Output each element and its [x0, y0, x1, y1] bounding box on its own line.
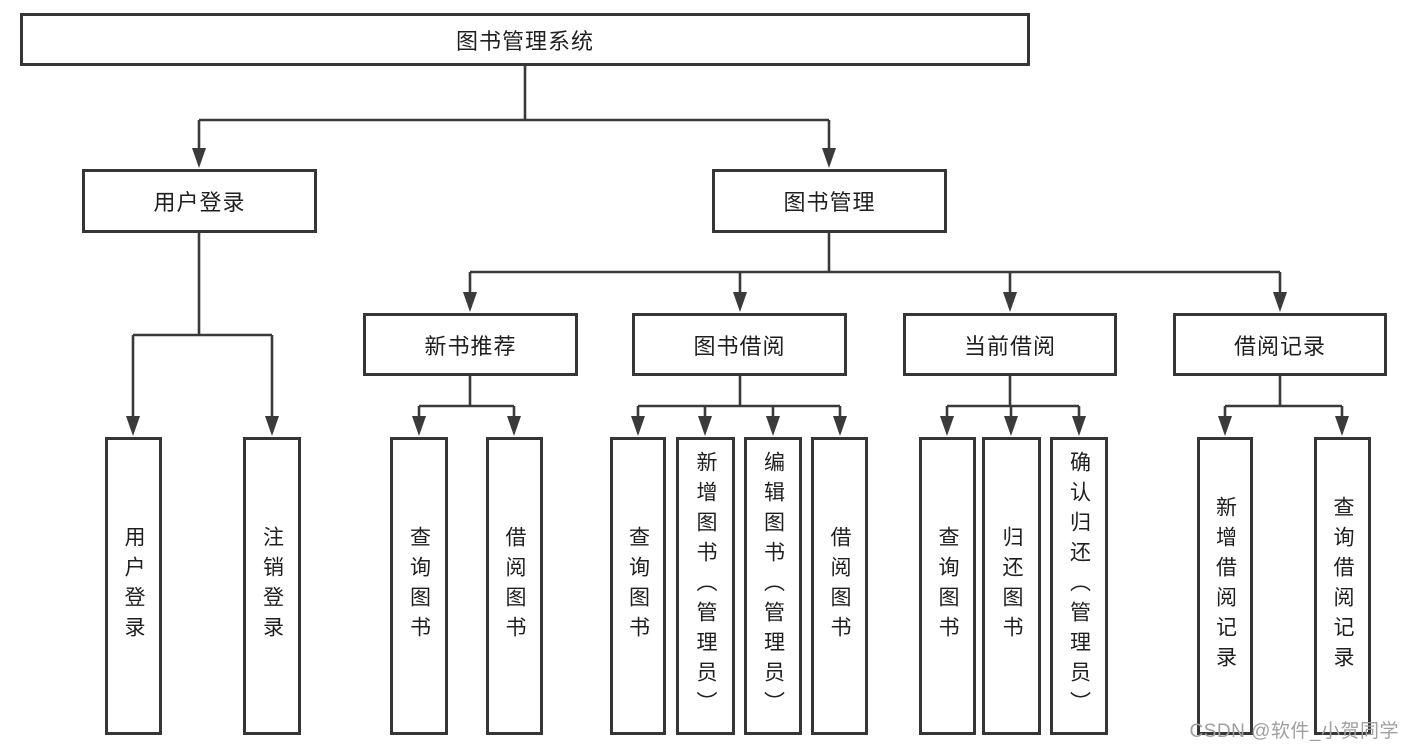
node-current-borrowing: 当前借阅 [903, 313, 1117, 376]
watermark: CSDN @软件_小贺同学 [1189, 721, 1399, 742]
leaf-return-book-label: 归还图书 [1000, 526, 1023, 646]
node-current-borrowing-label: 当前借阅 [963, 333, 1056, 359]
leaf-borrow-books: 借阅图书 [811, 437, 868, 735]
node-root-label: 图书管理系统 [455, 28, 594, 54]
leaf-query-books-recommend: 查询图书 [390, 437, 448, 735]
node-book-borrowing: 图书借阅 [632, 313, 847, 376]
node-borrowing-records-label: 借阅记录 [1233, 333, 1326, 359]
leaf-add-borrow-record: 新增借阅记录 [1197, 437, 1253, 735]
node-new-book-recommendation: 新书推荐 [363, 313, 578, 376]
leaf-query-books-borrow: 查询图书 [610, 437, 666, 735]
leaf-return-book: 归还图书 [982, 437, 1041, 735]
leaf-query-borrow-record-label: 查询借阅记录 [1331, 496, 1354, 676]
node-user-login-label: 用户登录 [153, 190, 246, 215]
leaf-query-books-borrow-label: 查询图书 [626, 526, 650, 646]
node-user-login: 用户登录 [82, 169, 317, 233]
leaf-add-book-admin-label: 新增图书（管理员） [694, 451, 717, 721]
leaf-query-borrow-record: 查询借阅记录 [1314, 437, 1371, 735]
node-book-borrowing-label: 图书借阅 [693, 333, 786, 359]
node-book-management: 图书管理 [712, 169, 947, 233]
leaf-user-login: 用户登录 [105, 437, 162, 735]
leaf-user-login-label: 用户登录 [122, 526, 145, 646]
leaf-confirm-return-admin: 确认归还（管理员） [1050, 437, 1108, 735]
leaf-borrow-books-recommend: 借阅图书 [486, 437, 543, 735]
leaf-query-books-recommend-label: 查询图书 [407, 526, 431, 646]
leaf-borrow-books-label: 借阅图书 [828, 526, 851, 646]
leaf-add-borrow-record-label: 新增借阅记录 [1213, 496, 1237, 676]
leaf-query-books-current: 查询图书 [919, 437, 976, 735]
leaf-add-book-admin: 新增图书（管理员） [676, 437, 735, 735]
leaf-logout: 注销登录 [243, 437, 301, 735]
node-new-book-recommendation-label: 新书推荐 [424, 333, 517, 359]
leaf-edit-book-admin: 编辑图书（管理员） [744, 437, 802, 735]
leaf-edit-book-admin-label: 编辑图书（管理员） [761, 451, 785, 721]
leaf-query-books-current-label: 查询图书 [936, 526, 959, 646]
leaf-borrow-books-recommend-label: 借阅图书 [503, 526, 526, 646]
leaf-confirm-return-admin-label: 确认归还（管理员） [1067, 451, 1091, 721]
node-borrowing-records: 借阅记录 [1173, 313, 1387, 376]
node-book-management-label: 图书管理 [783, 190, 876, 215]
node-root: 图书管理系统 [20, 13, 1030, 66]
leaf-logout-label: 注销登录 [260, 526, 284, 646]
